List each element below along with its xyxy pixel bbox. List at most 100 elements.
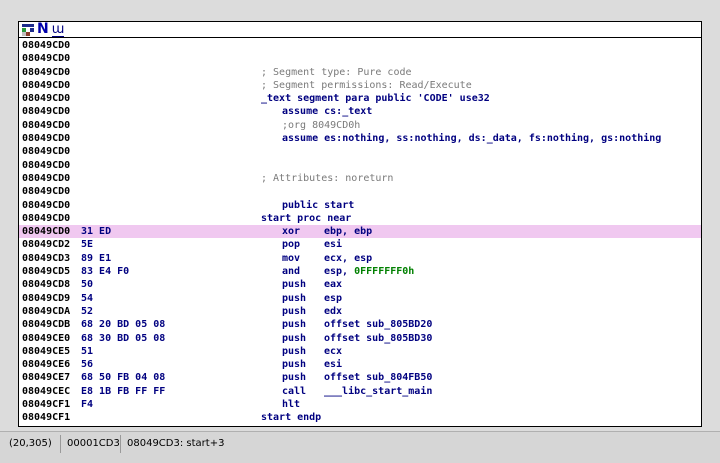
instruction-mnemonic: push	[282, 372, 307, 384]
names-icon[interactable]: N	[37, 21, 49, 37]
row-address: 08049CD0	[22, 186, 71, 198]
row-comment: ; Segment permissions: Read/Execute	[261, 79, 472, 91]
instruction-mnemonic: and	[282, 266, 301, 278]
instruction-mnemonic: mov	[282, 252, 301, 264]
listing-row[interactable]: 08049CD0; Segment type: Pure code	[19, 66, 701, 79]
row-directive: _text segment para public 'CODE' use32	[261, 93, 490, 105]
instruction-mnemonic: push	[282, 359, 307, 371]
row-address: 08049CD0	[22, 199, 71, 211]
row-address: 08049CD9	[22, 292, 71, 304]
instruction-mnemonic: call	[282, 385, 307, 397]
listing-row[interactable]: 08049CD0 ; Segment permissions: Read/Exec…	[19, 79, 701, 92]
row-address: 08049CE0	[22, 332, 71, 344]
instruction-operands: offset sub_805BD30	[324, 332, 433, 344]
row-opcode-bytes: 68 30 BD 05 08	[81, 332, 166, 344]
row-address: 08049CD0	[22, 93, 71, 105]
instruction-operands: ebp, ebp	[324, 226, 373, 238]
instruction-mnemonic: xor	[282, 226, 301, 238]
view-toolbar: N ա	[19, 22, 701, 38]
row-directive: start proc near	[261, 212, 352, 224]
instruction-mnemonic: hlt	[282, 399, 301, 411]
instruction-operands: ___libc_start_main	[324, 385, 433, 397]
row-address: 08049CE6	[22, 359, 71, 371]
row-instruction: hlt	[282, 398, 324, 411]
row-directive: assume cs:_text	[282, 106, 373, 118]
graph-view-icon[interactable]	[22, 23, 34, 36]
listing-row[interactable]: 08049CD0 assume es:nothing, ss:nothing, d…	[19, 132, 701, 145]
row-address: 08049CEC	[22, 385, 71, 397]
instruction-operands: eax	[324, 279, 343, 291]
row-opcode-bytes: 54	[81, 292, 94, 304]
row-opcode-bytes: 89 E1	[81, 252, 112, 264]
listing-row[interactable]: 08049CD0	[19, 159, 701, 172]
row-directive: start endp	[261, 412, 322, 424]
listing-row[interactable]: 08049CD0	[19, 52, 701, 65]
row-address: 08049CD8	[22, 279, 71, 291]
row-address: 08049CD0	[22, 146, 71, 158]
row-address: 08049CD0	[22, 133, 71, 145]
listing-row[interactable]: 08049CD9 54 push esp	[19, 292, 701, 305]
instruction-operands: esp	[324, 292, 343, 304]
row-opcode-bytes: 50	[81, 279, 94, 291]
row-opcode-bytes: 5E	[81, 239, 94, 251]
names-label: N	[37, 21, 49, 37]
row-comment: ;org 8049CD0h	[282, 119, 361, 131]
row-instruction: call ___libc_start_main	[282, 385, 432, 398]
listing-row[interactable]: 08049CD0 _text segment para public 'CODE'…	[19, 92, 701, 105]
listing-row[interactable]: 08049CD0	[19, 145, 701, 158]
listing-row[interactable]: 08049CF1	[19, 425, 701, 427]
instruction-operands: esp,	[324, 266, 355, 278]
listing-row[interactable]: 08049CD0	[19, 185, 701, 198]
row-address: 08049CD0	[22, 53, 71, 65]
row-address: 08049CD0	[22, 79, 71, 91]
row-address: 08049CD0	[22, 40, 71, 51]
row-address: 08049CD0	[22, 159, 71, 171]
instruction-immediate: 0FFFFFFF0h	[354, 266, 415, 278]
instruction-mnemonic: push	[282, 319, 307, 331]
instruction-operands: edx	[324, 305, 343, 317]
status-bar: (20,305) 00001CD3 08049CD3: start+3	[0, 431, 720, 463]
listing-row[interactable]: 08049CD0	[19, 39, 701, 52]
status-separator	[120, 435, 121, 453]
row-address: 08049CD0	[22, 106, 71, 118]
row-opcode-bytes: 83 E4 F0	[81, 266, 130, 278]
instruction-mnemonic: push	[282, 305, 307, 317]
instruction-operands: esi	[324, 239, 343, 251]
instruction-mnemonic: push	[282, 292, 307, 304]
listing-row[interactable]: 08049CD0;org 8049CD0h	[19, 119, 701, 132]
listing-row[interactable]: 08049CD0; Attributes: noreturn	[19, 172, 701, 185]
ui-icon[interactable]: ա	[51, 23, 65, 37]
row-address: 08049CDA	[22, 305, 71, 317]
row-instruction: xor ebp, ebp	[282, 225, 372, 238]
row-address: 08049CE5	[22, 345, 71, 357]
row-address: 08049CD0	[22, 66, 71, 78]
row-directive: assume es:nothing, ss:nothing, ds:_data,…	[282, 133, 662, 145]
row-opcode-bytes: 68 20 BD 05 08	[81, 319, 166, 331]
listing-row[interactable]: 08049CD0 assume cs:_text	[19, 105, 701, 118]
row-opcode-bytes: F4	[81, 399, 94, 411]
